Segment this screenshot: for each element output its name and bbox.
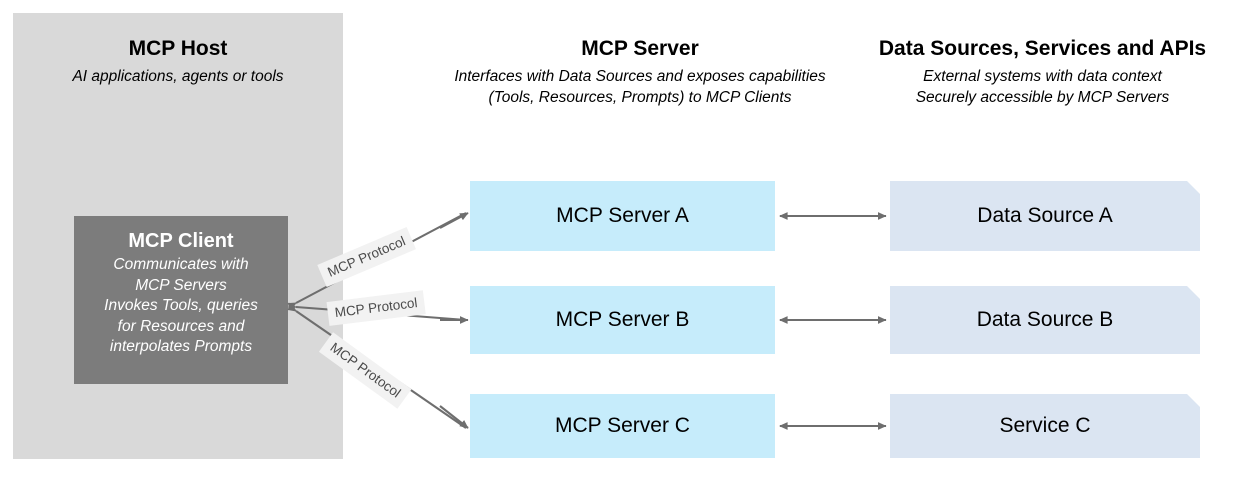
mcp-server-header: MCP Server Interfaces with Data Sources … [448, 36, 832, 108]
mcp-client-description-line4: for Resources and [117, 317, 245, 335]
mcp-client-description-line5: interpolates Prompts [109, 338, 253, 355]
protocol-arrowhead-a [439, 212, 469, 229]
mcp-server-box-a: MCP Server A [470, 181, 775, 251]
mcp-client-description: Communicates with MCP Servers Invokes To… [104, 255, 258, 358]
mcp-server-box-b: MCP Server B [470, 286, 775, 354]
data-sources-title: Data Sources, Services and APIs [878, 37, 1207, 60]
mcp-client-description-line2: MCP Servers [135, 276, 227, 294]
mcp-server-box-c: MCP Server C [470, 394, 775, 458]
data-source-label-b: Data Source B [976, 308, 1114, 331]
mcp-host-subtitle: AI applications, agents or tools [72, 68, 284, 85]
mcp-server-subtitle: Interfaces with Data Sources and exposes… [454, 68, 826, 106]
mcp-client-description-line1: Communicates with [113, 256, 249, 273]
mcp-client-title: MCP Client [128, 230, 234, 252]
mcp-client-description-line3: Invokes Tools, queries [104, 297, 258, 314]
data-source-label-c: Service C [999, 414, 1091, 437]
data-sources-subtitle-line1: External systems with data context [923, 68, 1162, 85]
data-source-label-a: Data Source A [977, 204, 1113, 227]
mcp-client-box: MCP Client Communicates with MCP Servers… [74, 216, 288, 384]
data-source-box-b: Data Source B [890, 286, 1200, 354]
data-source-box-c: Service C [890, 394, 1200, 458]
protocol-arrowhead-c [439, 405, 469, 429]
mcp-server-title: MCP Server [581, 37, 699, 60]
mcp-server-label-a: MCP Server A [556, 204, 689, 227]
mcp-host-header: MCP Host AI applications, agents or tool… [13, 36, 343, 87]
data-sources-header: Data Sources, Services and APIs External… [850, 36, 1235, 108]
mcp-server-label-b: MCP Server B [555, 308, 690, 331]
mcp-server-label-c: MCP Server C [555, 414, 690, 437]
data-source-box-a: Data Source A [890, 181, 1200, 251]
mcp-host-title: MCP Host [128, 37, 228, 60]
data-sources-subtitle-line2: Securely accessible by MCP Servers [915, 89, 1170, 106]
